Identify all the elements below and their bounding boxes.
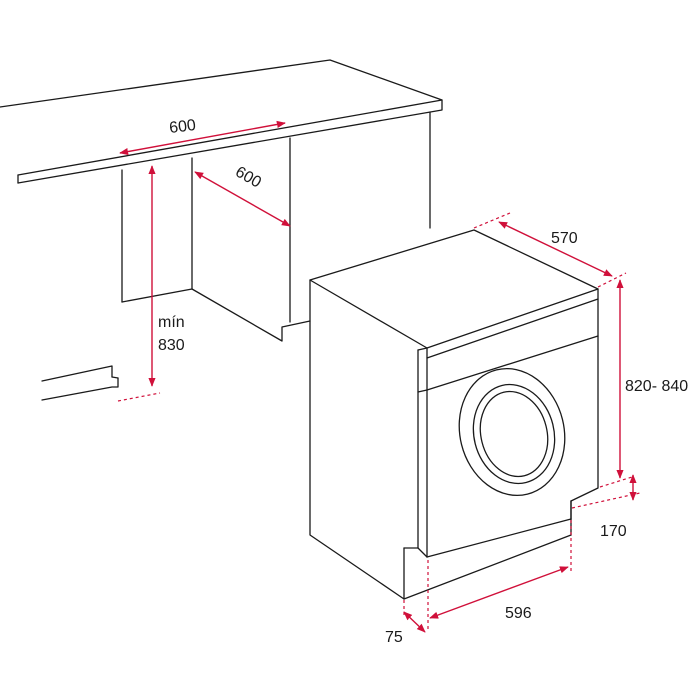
label-min-height: 830: [158, 337, 185, 354]
dimension-counter-depth: [194, 171, 291, 227]
dimension-plinth-height: [571, 474, 641, 509]
label-counter-depth: 600: [232, 164, 264, 192]
label-min: mín: [158, 314, 185, 331]
cabinet-left: [41, 157, 193, 401]
label-plinth-height: 170: [600, 523, 627, 540]
dimension-counter-width: [119, 120, 286, 156]
label-plinth-depth: 75: [385, 629, 403, 646]
label-counter-width: 600: [168, 117, 197, 137]
dimension-machine-height: [599, 279, 633, 488]
dimension-machine-width: [427, 520, 572, 630]
cabinet-niche: [191, 111, 431, 342]
label-machine-width: 596: [505, 605, 532, 622]
countertop: [0, 59, 443, 184]
door-porthole: [458, 367, 566, 497]
dimension-plinth-depth: [403, 600, 426, 633]
label-machine-depth: 570: [551, 230, 578, 247]
dimension-machine-depth: [473, 212, 627, 288]
washing-machine: [309, 229, 599, 600]
dimension-min-height: [117, 165, 161, 402]
label-machine-height: 820- 840: [625, 378, 688, 395]
